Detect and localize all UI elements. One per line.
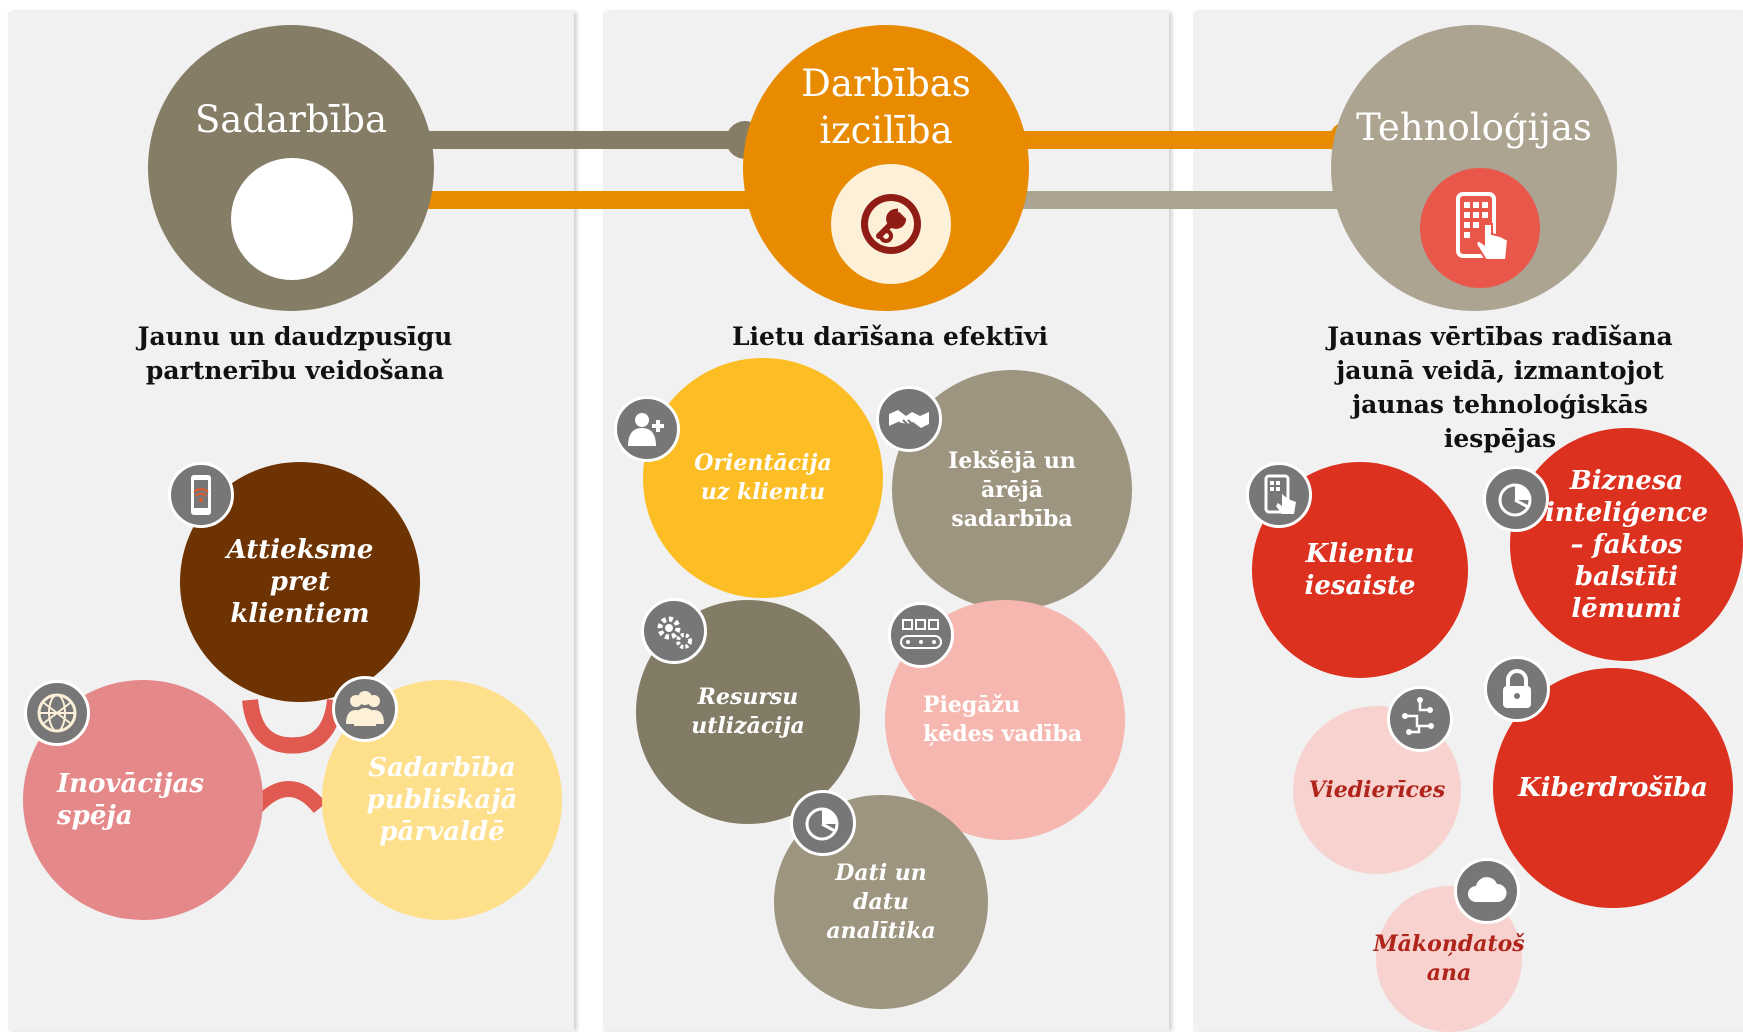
- wrench-badge: [831, 164, 951, 284]
- link-red-3: [249, 781, 327, 814]
- mobile-signal-icon: [191, 475, 211, 515]
- badge-handshake: [876, 386, 942, 452]
- item-piegazu: Piegāžu ķēdes vadība: [885, 600, 1125, 840]
- link-red-2: [284, 698, 343, 754]
- subtitle-tehnologijas: Jaunas vērtības radīšana jaunā veidā, iz…: [1327, 322, 1673, 453]
- item-inovacijas: Inovācijas spēja: [23, 680, 263, 920]
- item-orientacija: Orientācija uz klientu: [643, 358, 883, 598]
- pie-chart-icon: [805, 807, 839, 841]
- subtitle-sadarbiba: Jaunu un daudzpusīgu partnerību veidošan…: [137, 322, 453, 385]
- item-viedierices-label: Viedierīces: [1308, 776, 1446, 803]
- header-title-darbibas: Darbības izcilība: [801, 62, 971, 152]
- badge-circuit: [1387, 686, 1453, 752]
- header-title-sadarbiba: Sadarbība: [194, 98, 388, 141]
- touch-phone-icon: [1456, 192, 1510, 261]
- item-piegazu-label: Piegāžu ķēdes vadība: [923, 692, 1083, 747]
- badge-pie-chart-dati: [790, 790, 856, 856]
- item-klientu-iesaiste-label: Klientu iesaiste: [1304, 539, 1416, 601]
- item-kiberdrosiba: Kiberdrošība: [1493, 668, 1733, 908]
- header-title-tehnologijas: Tehnoloģijas: [1356, 106, 1592, 149]
- item-dati-label: Dati un datu analītika: [826, 859, 936, 944]
- badge-mobile-signal: [168, 462, 234, 528]
- cloud-icon: [1468, 877, 1507, 902]
- circuit-icon: [1402, 697, 1434, 735]
- touch-phone-badge: [1420, 168, 1540, 288]
- item-kiberdrosiba-label: Kiberdrošība: [1518, 773, 1708, 803]
- conveyor-icon: [900, 619, 942, 649]
- item-resursu-label: Resursu utlizācija: [691, 684, 805, 739]
- wrench-icon: [861, 194, 921, 254]
- gears-icon: [657, 616, 692, 649]
- item-makondatosana-label: Mākoņdatoš ana: [1373, 931, 1525, 986]
- header-inner-white-circle: [231, 158, 353, 280]
- item-sadarbiba-publiskaja-label: Sadarbība publiskajā pārvaldē: [366, 753, 518, 847]
- badge-gears: [641, 598, 707, 664]
- item-dati: Dati un datu analītika: [774, 795, 988, 1009]
- item-attieksme-label: Attieksme pret klientiem: [226, 535, 374, 629]
- pie-chart-icon: [1498, 483, 1532, 517]
- badge-people-group: [332, 676, 398, 742]
- item-inovacijas-label: Inovācijas spēja: [57, 769, 204, 831]
- item-ieksejaun-label: Iekšējā un ārējā sadarbība: [948, 447, 1076, 532]
- item-orientacija-label: Orientācija uz klientu: [694, 450, 832, 505]
- handshake-icon: [889, 410, 929, 429]
- touch-screen-icon: [1264, 474, 1296, 514]
- badge-add-user: [614, 396, 680, 462]
- item-biznesa-inteligence: Biznesa inteliģence – faktos balstīti lē…: [1510, 428, 1743, 661]
- badge-pie-chart-bi: [1483, 466, 1549, 532]
- item-biznesa-inteligence-label: Biznesa inteliģence – faktos balstīti lē…: [1544, 465, 1709, 624]
- badge-cloud: [1454, 858, 1520, 924]
- badge-conveyor: [888, 602, 954, 668]
- add-user-icon: [628, 413, 664, 446]
- badge-padlock: [1484, 656, 1550, 722]
- people-group-icon: [346, 691, 384, 726]
- badge-globe-network: [24, 680, 90, 746]
- globe-network-icon: [37, 693, 77, 733]
- padlock-icon: [1503, 669, 1531, 708]
- badge-touch-screen: [1246, 462, 1312, 528]
- subtitle-darbibas: Lietu darīšana efektīvi: [731, 322, 1049, 351]
